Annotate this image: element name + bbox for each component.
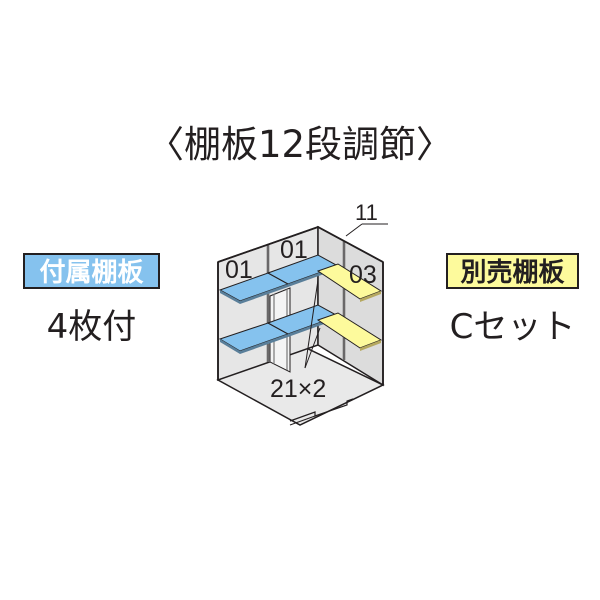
label-shelf-right: 03 <box>349 261 377 289</box>
label-top-callout: 11 <box>355 200 378 225</box>
included-shelves-badge: 付属棚板 <box>23 253 160 289</box>
label-shelf-center: 01 <box>280 236 308 264</box>
label-bottom-callout: 21×2 <box>270 375 326 403</box>
optional-shelves-badge: 別売棚板 <box>446 253 579 289</box>
page-title: 〈棚板12段調節〉 <box>146 123 454 166</box>
label-shelf-left: 01 <box>225 256 253 284</box>
included-shelves-count: 4枚付 <box>46 307 137 347</box>
optional-shelves-set: Cセット <box>449 307 576 347</box>
